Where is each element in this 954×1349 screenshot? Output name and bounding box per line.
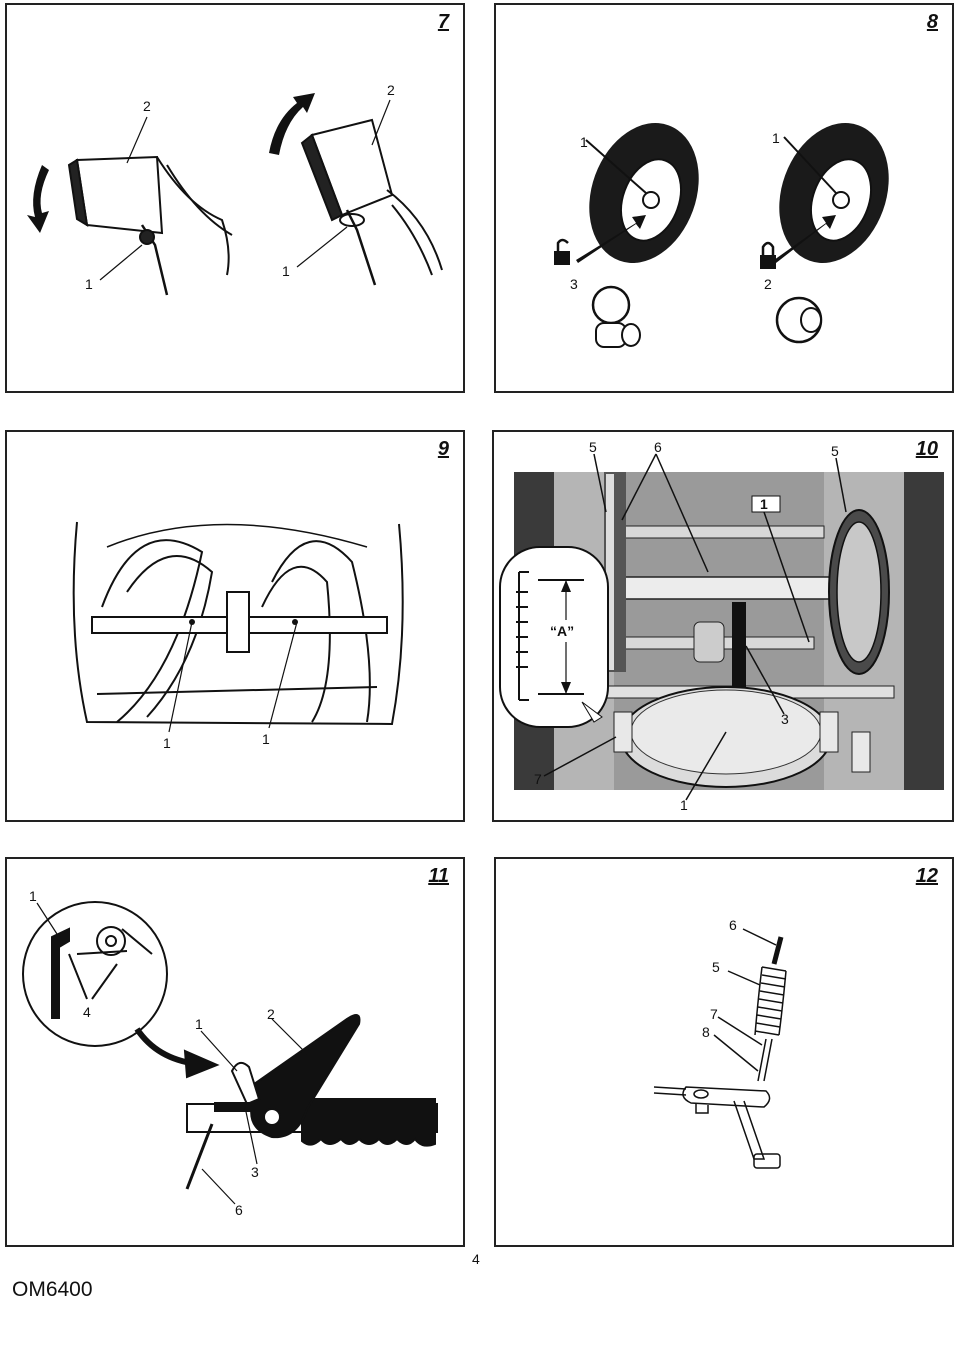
callout-1-left: 1 <box>85 276 93 292</box>
figure-9-auger-illustration: 1 1 <box>72 521 404 751</box>
callout-7: 7 <box>534 771 542 787</box>
callout-1-right: 1 <box>262 731 270 747</box>
drive-lever <box>245 1014 361 1139</box>
callout-5-right: 5 <box>831 443 839 459</box>
lock-icon <box>760 255 776 269</box>
figure-11-lever-illustration: 1 4 1 2 3 6 <box>22 888 438 1218</box>
callout-1-right: 1 <box>772 130 780 146</box>
callout-4: 4 <box>83 1004 91 1020</box>
ring-pin-open-icon <box>591 285 631 325</box>
unlock-icon <box>554 251 570 265</box>
figure-11-panel: 11 <box>5 857 465 1247</box>
figure-8-panel: 8 1 <box>494 3 954 393</box>
callout-2-right: 2 <box>387 82 395 98</box>
figure-8-wheel-illustration: 1 1 3 2 <box>554 123 889 348</box>
figure-10-panel: 10 <box>492 430 954 822</box>
callout-3: 3 <box>251 1164 259 1180</box>
arrow-up-icon <box>269 93 315 155</box>
callout-dimension-a: “A” <box>550 623 574 639</box>
figure-9-panel: 9 1 1 <box>5 430 465 822</box>
callout-1-bottom: 1 <box>680 797 688 813</box>
callout-6: 6 <box>729 917 737 933</box>
callout-6: 6 <box>654 439 662 455</box>
callout-5: 5 <box>712 959 720 975</box>
callout-2: 2 <box>764 276 772 292</box>
figure-number: 7 <box>437 11 449 33</box>
arrow-right-icon <box>183 1049 220 1079</box>
figure-7-chute-illustration: 2 2 1 1 <box>27 82 443 296</box>
figure-number: 10 <box>915 438 938 460</box>
callout-8: 8 <box>702 1024 710 1040</box>
callout-5-left: 5 <box>589 439 597 455</box>
figure-number: 12 <box>915 865 938 887</box>
figure-12-spring-illustration: 6 5 7 8 <box>653 917 787 1169</box>
page-number: 4 <box>472 1251 480 1267</box>
callout-7: 7 <box>710 1006 718 1022</box>
callout-1-inset: 1 <box>29 888 37 904</box>
callout-2-left: 2 <box>143 98 151 114</box>
callout-3: 3 <box>570 276 578 292</box>
auger-blade-left <box>101 539 204 723</box>
auger-blade-right <box>271 540 371 723</box>
figure-10-drive-photo: 5 6 5 1 “A” 3 7 1 <box>499 439 944 813</box>
figure-number: 9 <box>437 438 449 460</box>
callout-1-right: 1 <box>282 263 290 279</box>
callout-1-left: 1 <box>580 134 588 150</box>
callout-1-main: 1 <box>195 1016 203 1032</box>
document-code: OM6400 <box>12 1278 93 1301</box>
callout-6: 6 <box>235 1202 243 1218</box>
figure-12-panel: 12 6 5 7 8 <box>494 857 954 1247</box>
callout-1-top: 1 <box>760 496 768 512</box>
figure-number: 8 <box>926 11 938 33</box>
spring-coil <box>754 966 787 1036</box>
callout-2: 2 <box>267 1006 275 1022</box>
detail-inset-circle <box>22 901 168 1047</box>
callout-1-left: 1 <box>163 735 171 751</box>
callout-3: 3 <box>781 711 789 727</box>
arrow-down-icon <box>27 165 49 233</box>
chute-deflector-left <box>75 155 164 235</box>
figure-number: 11 <box>428 865 449 887</box>
figure-7-panel: 7 2 2 1 1 <box>5 3 465 393</box>
